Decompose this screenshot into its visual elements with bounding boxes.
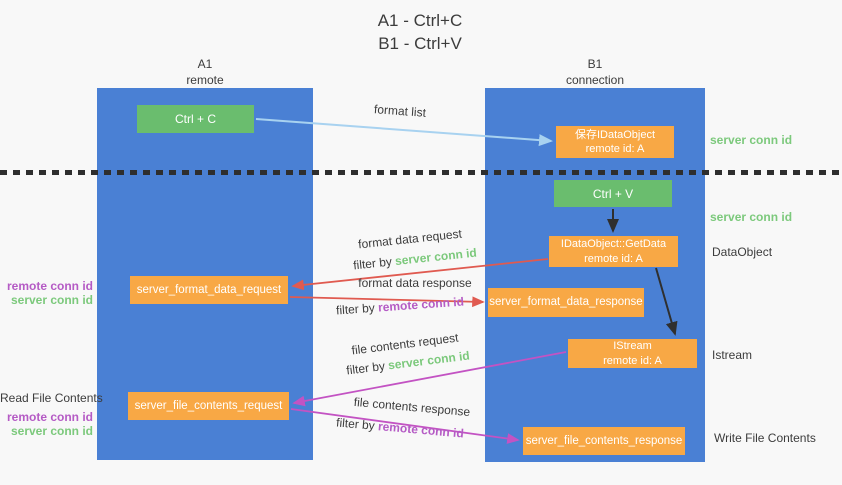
annotation-server-conn-id-left-2: server conn id [10, 424, 93, 438]
node-idataobject-getdata: IDataObject::GetData remote id: A [549, 236, 678, 267]
annotation-remote-conn-id-left-1: remote conn id [6, 279, 93, 293]
annotation-dataobject: DataObject [712, 245, 773, 259]
annotation-server-conn-id-mid: server conn id [710, 210, 793, 224]
annotation-write-file-contents: Write File Contents [714, 431, 816, 445]
node-server-format-data-response: server_format_data_response [488, 288, 644, 317]
annotation-istream: Istream [712, 348, 753, 362]
title-line-2: B1 - Ctrl+V [378, 33, 462, 53]
label-filter-by-3: filter by [345, 358, 389, 378]
node-server-format-data-request-label: server_format_data_request [136, 283, 282, 296]
node-server-file-contents-request: server_file_contents_request [128, 392, 289, 420]
phase-divider-dotted-line [0, 170, 842, 175]
node-server-format-data-response-label: server_format_data_response [489, 296, 643, 309]
node-server-file-contents-request-label: server_file_contents_request [134, 399, 283, 412]
title-line-1: A1 - Ctrl+C [377, 11, 463, 30]
node-getdata-line2: remote id: A [584, 252, 643, 265]
lane-a1-name: A1 [197, 57, 213, 71]
lane-b1-subtitle: connection [565, 73, 625, 88]
node-server-file-contents-response: server_file_contents_response [523, 427, 685, 455]
annotation-server-conn-id-top: server conn id [710, 133, 793, 147]
label-filter-by-4: filter by [335, 415, 379, 434]
node-save-idataobject-line2: remote id: A [585, 143, 645, 155]
lane-header-a1: A1 remote [97, 56, 313, 88]
label-format-data-response-filter: filter by remote conn id [318, 293, 483, 318]
label-file-contents-response-filter: filter by remote conn id [318, 414, 483, 442]
diagram-title: A1 - Ctrl+C B1 - Ctrl+V [300, 10, 540, 56]
node-save-idataobject-line1: 保存IDataObject [574, 128, 656, 141]
node-ctrl-c-label: Ctrl + C [174, 112, 216, 126]
node-istream-line1: IStream [613, 340, 652, 353]
label-server-conn-id-key-1: server conn id [394, 245, 478, 269]
lane-header-b1: B1 connection [485, 56, 705, 88]
node-ctrl-v-label: Ctrl + V [592, 186, 634, 201]
label-filter-by-1: filter by [352, 254, 396, 273]
node-ctrl-c: Ctrl + C [137, 105, 254, 133]
label-format-data-response: format data response [358, 276, 472, 290]
annotation-remote-conn-id-left-2: remote conn id [6, 410, 93, 424]
node-ctrl-v: Ctrl + V [554, 180, 672, 207]
node-istream: IStream remote id: A [568, 339, 697, 368]
node-server-format-data-request: server_format_data_request [130, 276, 288, 304]
node-istream-line2: remote id: A [603, 354, 662, 367]
node-save-idataobject: 保存IDataObject remote id: A [556, 126, 674, 158]
label-filter-by-2: filter by [335, 300, 379, 318]
lane-a1-subtitle: remote [186, 73, 224, 88]
label-remote-conn-id-key-2: remote conn id [377, 419, 465, 441]
label-format-list: format list [373, 102, 427, 120]
annotation-read-file-contents: Read File Contents [0, 391, 103, 405]
annotation-server-conn-id-left-1: server conn id [10, 293, 93, 307]
node-server-file-contents-response-label: server_file_contents_response [525, 434, 683, 447]
label-server-conn-id-key-2: server conn id [387, 348, 471, 373]
node-getdata-line1: IDataObject::GetData [560, 238, 667, 251]
lane-b1-name: B1 [587, 57, 603, 71]
label-remote-conn-id-key-1: remote conn id [377, 294, 465, 315]
